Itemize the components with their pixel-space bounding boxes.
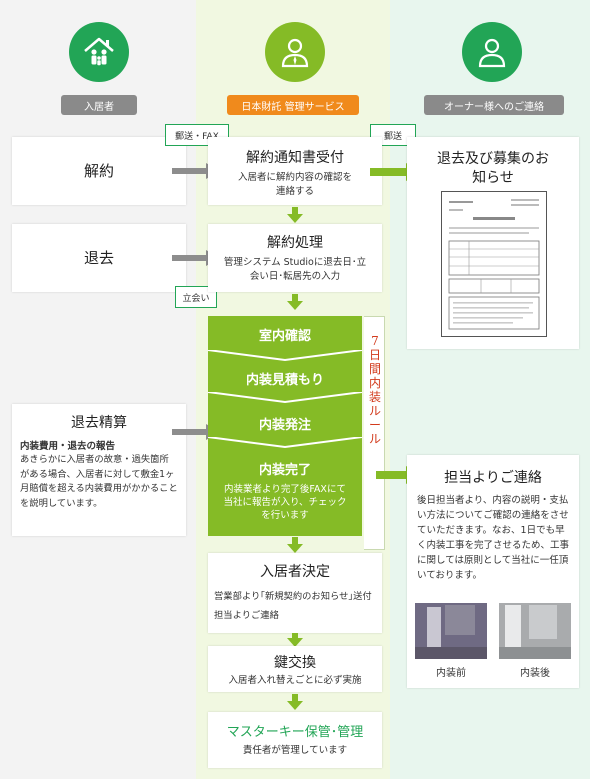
seisan-title: 退去精算: [71, 415, 127, 431]
arrow-down-2: [287, 294, 303, 310]
notice-title: 退去及び募集のお知らせ: [437, 151, 549, 186]
step-mitsumori: 内装見積もり: [208, 369, 362, 388]
tag-tachiai: 立会い: [175, 286, 217, 308]
step-hatchu: 内装発注: [208, 414, 362, 433]
arrow-down-5: [287, 694, 303, 710]
family-house-icon: [69, 22, 129, 82]
photo-after-caption: 内装後: [520, 668, 550, 679]
step-shitsunai: 室内確認: [208, 325, 362, 344]
uketsuke-title: 解約通知書受付: [246, 150, 344, 166]
master-key-title: マスターキー保管･管理: [226, 725, 364, 740]
photo-after: [499, 603, 571, 659]
arrow-down-1: [287, 207, 303, 223]
arrow-down-4: [287, 633, 303, 647]
notice-box: 退去及び募集のお知らせ: [407, 137, 579, 349]
notice-document-thumbnail: [441, 191, 547, 337]
photo-before-caption: 内装前: [436, 668, 466, 679]
kokan-title: 鍵交換: [274, 655, 316, 671]
uketsuke-box: 解約通知書受付 入居者に解約内容の確認を連絡する: [208, 137, 382, 205]
owner-person-icon: [462, 22, 522, 82]
staff-person-icon: [265, 22, 325, 82]
owner-column-label: オーナー様へのご連絡: [424, 95, 564, 115]
photo-before: [415, 603, 487, 659]
shori-title: 解約処理: [267, 235, 323, 251]
chevron-separator-3: [208, 437, 362, 449]
contact-title: 担当よりご連絡: [444, 470, 542, 486]
resident-column-label: 入居者: [61, 95, 137, 115]
taikyo-box: 退去: [12, 224, 186, 292]
step-kanryo-body: 内装業者より完了後FAXにて当社に報告が入り、チェックを行います: [223, 484, 347, 521]
contact-box: 担当よりご連絡 後日担当者より、内容の説明・支払い方法についてご確認の連絡をさせ…: [407, 455, 579, 688]
seisan-body: あきらかに入居者の故意・過失箇所がある場合、入居者に対して敷金1ヶ月賠償を超える…: [20, 454, 178, 509]
shori-body: 管理システム Studioに退去日･立会い日･転居先の入力: [223, 257, 367, 282]
kaiyaku-box: 解約: [12, 137, 186, 205]
step-kanryo: 内装完了: [208, 459, 362, 478]
arrow-down-3: [287, 537, 303, 553]
chevron-separator-1: [208, 350, 362, 362]
kettei-title: 入居者決定: [260, 564, 330, 580]
kokan-body: 入居者入れ替えごとに必ず実施: [228, 675, 362, 686]
rule-bracket: [364, 316, 385, 550]
chevron-separator-2: [208, 392, 362, 404]
seisan-subtitle: 内装費用・退去の報告: [20, 441, 116, 452]
kokan-box: 鍵交換 入居者入れ替えごとに必ず実施: [208, 646, 382, 692]
kettei-body: 営業部より｢新規契約のお知らせ｣送付担当よりご連絡: [214, 591, 372, 621]
uketsuke-body: 入居者に解約内容の確認を連絡する: [238, 172, 353, 197]
master-key-box: マスターキー保管･管理 責任者が管理しています: [208, 712, 382, 768]
seisan-box: 退去精算 内装費用・退去の報告 あきらかに入居者の故意・過失箇所がある場合、入居…: [12, 404, 186, 536]
resident-column: [0, 0, 196, 779]
rule-label: 7日間内装ルール: [368, 334, 381, 446]
contact-body: 後日担当者より、内容の説明・支払い方法についてご確認の連絡をさせていただきます。…: [417, 495, 570, 581]
kettei-box: 入居者決定 営業部より｢新規契約のお知らせ｣送付担当よりご連絡: [208, 553, 382, 633]
master-key-body: 責任者が管理しています: [242, 745, 348, 756]
management-column-label: 日本財託 管理サービス: [227, 95, 359, 115]
shori-box: 解約処理 管理システム Studioに退去日･立会い日･転居先の入力: [208, 224, 382, 292]
